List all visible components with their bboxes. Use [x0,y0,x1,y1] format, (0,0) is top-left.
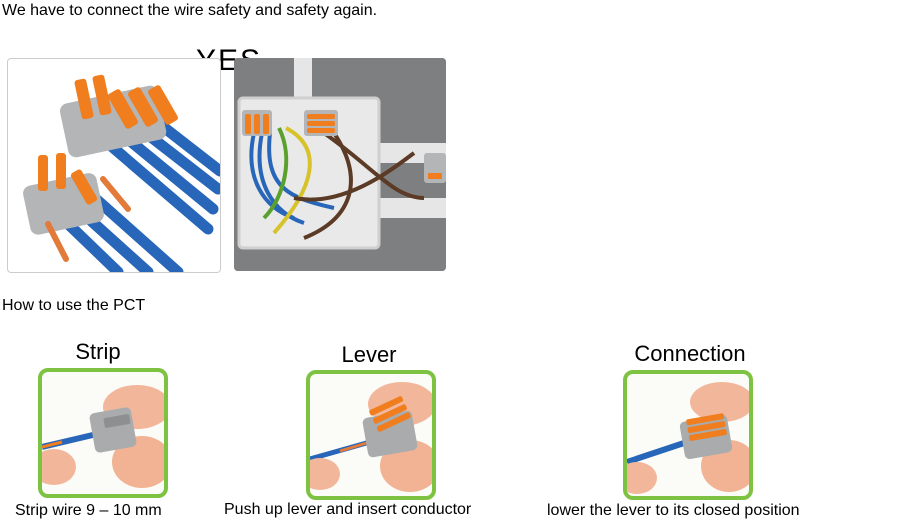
step-caption-connection: lower the lever to its closed position [547,502,800,519]
junction-box-illustration [234,58,446,271]
headline: We have to connect the wire safety and s… [2,2,378,19]
step-title-strip: Strip [75,339,121,364]
junction-box-photo [234,58,446,271]
step-image-lever [306,370,436,500]
step-image-strip [38,368,168,498]
connector-illustration [23,74,220,272]
step-title-connection: Connection [634,341,746,366]
connector-product-photo [7,58,221,273]
lever-illustration [310,382,432,492]
step-caption-lever: Push up lever and insert conductor [224,501,472,518]
strip-illustration [42,385,164,488]
section-title: How to use the PCT [2,297,146,314]
step-image-connection [623,370,753,500]
step-title-lever: Lever [341,342,397,367]
connection-illustration [627,382,749,494]
step-caption-strip: Strip wire 9 – 10 mm [15,502,162,519]
